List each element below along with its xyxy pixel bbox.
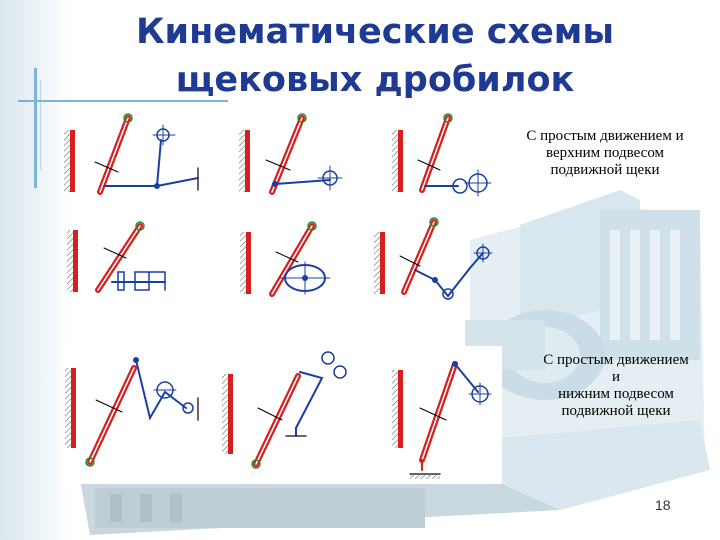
scheme-6 <box>374 217 493 300</box>
caption-upper-suspension: С простым движением и верхним подвесом п… <box>490 128 720 179</box>
scheme-7 <box>65 357 199 467</box>
scheme-4 <box>67 221 166 293</box>
decor-vertical-line-thin <box>40 80 41 170</box>
caption-line: верхним подвесом <box>545 145 665 161</box>
caption-line: и <box>611 369 621 385</box>
scheme-5 <box>240 221 331 297</box>
scheme-2 <box>239 113 343 195</box>
caption-line: нижним подвесом <box>558 386 674 402</box>
title-line-1: Кинематические схемы <box>135 12 615 52</box>
scheme-9 <box>392 361 492 479</box>
scheme-8 <box>222 351 347 469</box>
slide-title: Кинематические схемы щековых дробилок <box>110 8 640 104</box>
caption-line: подвижной щеки <box>550 162 660 178</box>
caption-line: С простым движением <box>543 352 689 368</box>
caption-lower-suspension: С простым движением и нижним подвесом по… <box>512 352 720 420</box>
caption-line: подвижной щеки <box>561 403 671 419</box>
scheme-1 <box>64 113 199 195</box>
caption-line: С простым движением и <box>526 128 684 144</box>
scheme-3 <box>392 113 492 197</box>
page-number: 18 <box>655 497 671 513</box>
decor-horizontal-line <box>18 100 228 102</box>
decor-vertical-line <box>34 68 37 188</box>
title-line-2: щековых дробилок <box>175 60 575 100</box>
